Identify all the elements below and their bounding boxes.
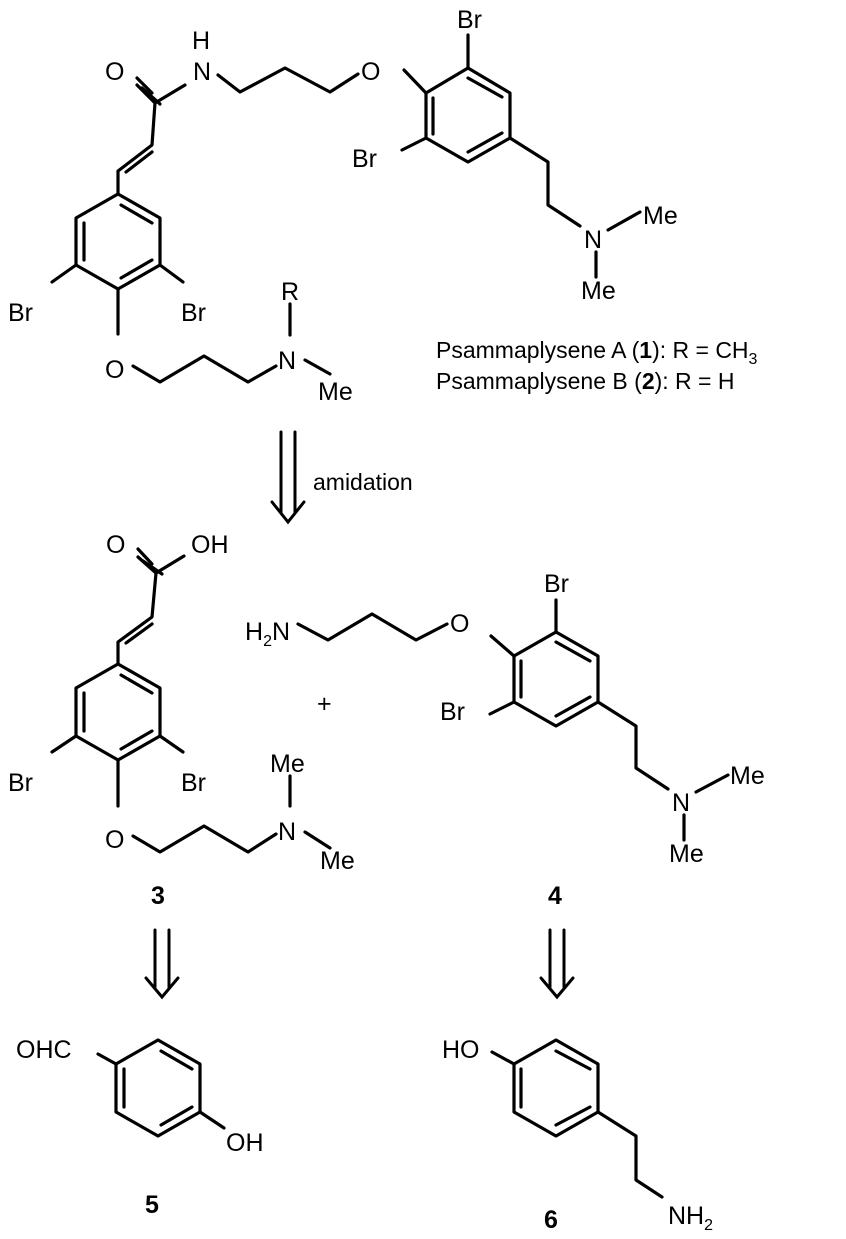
- left-ring-inner-bonds: [82, 203, 154, 280]
- compound-number-4: 4: [548, 882, 562, 910]
- amine-n-label: N: [278, 347, 296, 375]
- right-aromatic-ring: [424, 66, 512, 164]
- aldehyde-label: OHC: [16, 1036, 72, 1064]
- methyl-label: Me: [318, 378, 353, 406]
- ring-bonds: [488, 598, 730, 842]
- aromatic-ring: [512, 1038, 600, 1138]
- methyl-label: Me: [669, 840, 704, 868]
- aromatic-ring: [512, 630, 600, 728]
- amine-n-label: N: [672, 789, 690, 817]
- methyl-label: Me: [643, 202, 678, 230]
- amine-bonds: [288, 774, 332, 850]
- methyl-label: Me: [320, 847, 355, 875]
- hydroxyl-label: OH: [191, 531, 229, 559]
- methyl-label: Me: [270, 750, 305, 778]
- compound-5-structure: OHC OH 5: [16, 1036, 264, 1219]
- r-group-label: R: [281, 278, 299, 306]
- ether-oxygen-label: O: [105, 826, 124, 854]
- compound-number-6: 6: [544, 1206, 558, 1234]
- ring-inner-bonds: [519, 640, 592, 718]
- carbonyl-double-bond: [136, 547, 154, 566]
- aromatic-ring: [114, 1038, 202, 1138]
- aromatic-ring: [74, 662, 162, 762]
- compound-number-5: 5: [145, 1191, 159, 1219]
- bromine-label: Br: [8, 769, 33, 797]
- psammaplysene-b-caption: Psammaplysene B (2): R = H: [436, 368, 734, 394]
- ring-inner-bonds: [82, 673, 154, 751]
- bromine-label: Br: [8, 299, 33, 327]
- hydroxyl-label: OH: [226, 1129, 264, 1157]
- left-ring-bonds: [50, 83, 187, 336]
- ring-bonds: [96, 1052, 226, 1130]
- compound-number-3: 3: [151, 882, 165, 910]
- bromine-label: Br: [440, 698, 465, 726]
- amine-n-label: N: [584, 226, 602, 254]
- step-label: amidation: [313, 469, 413, 495]
- amine-bonds-bottom: [288, 302, 332, 376]
- right-ring-bonds: [400, 33, 642, 279]
- retrosynthesis-arrow-amidation: amidation: [270, 430, 413, 525]
- ring-inner-bonds: [519, 1049, 592, 1127]
- psammaplysene-structure: O H N O Br Br N Me Me Br Br O R N Me Psa…: [8, 6, 758, 406]
- ether-oxygen-label: O: [105, 356, 124, 384]
- carbonyl-oxygen-label: O: [105, 58, 124, 86]
- ring-bonds: [490, 1050, 664, 1199]
- amide-n-label: N: [193, 58, 211, 86]
- bromine-label: Br: [457, 6, 482, 34]
- carbonyl-oxygen-label: O: [106, 531, 125, 559]
- alkene-double-bond: [124, 559, 164, 645]
- ether-oxygen-label: O: [361, 58, 380, 86]
- amine-n-label: N: [278, 818, 296, 846]
- amine-label: H2N: [245, 618, 290, 650]
- compound-6-structure: HO NH2 6: [442, 1036, 713, 1234]
- retrosynthesis-arrow-4-to-6: [539, 928, 575, 1000]
- compound-4-structure: Br O H2N Br N Me Me 4: [245, 570, 765, 910]
- bromine-label: Br: [544, 570, 569, 598]
- plus-sign: +: [317, 690, 332, 718]
- bromine-label: Br: [181, 769, 206, 797]
- amide-h-label: H: [192, 27, 210, 55]
- propyl-linker: [296, 612, 449, 642]
- ring-inner-bonds: [122, 1049, 194, 1127]
- alkene-double-bond: [124, 86, 162, 174]
- retrosynthesis-arrow-3-to-5: [144, 928, 180, 1000]
- bromine-label: Br: [181, 299, 206, 327]
- ether-oxygen-label: O: [450, 610, 469, 638]
- left-aromatic-ring: [74, 192, 162, 291]
- methyl-label: Me: [730, 762, 765, 790]
- psammaplysene-a-caption: Psammaplysene A (1): R = CH3: [436, 337, 758, 368]
- right-ring-inner-bonds: [431, 76, 504, 154]
- carbonyl-double-bond: [135, 76, 154, 95]
- propyl-linker-top: [216, 66, 360, 94]
- ring-bonds: [50, 554, 186, 808]
- amine-label: NH2: [668, 1202, 713, 1234]
- propyl-linker: [131, 824, 278, 854]
- methyl-label: Me: [581, 277, 616, 305]
- bromine-label: Br: [352, 145, 377, 173]
- propyl-linker-bottom: [131, 354, 278, 384]
- compound-3-structure: O OH Br Br O Me N Me 3: [8, 531, 355, 910]
- hydroxyl-label: HO: [442, 1036, 480, 1064]
